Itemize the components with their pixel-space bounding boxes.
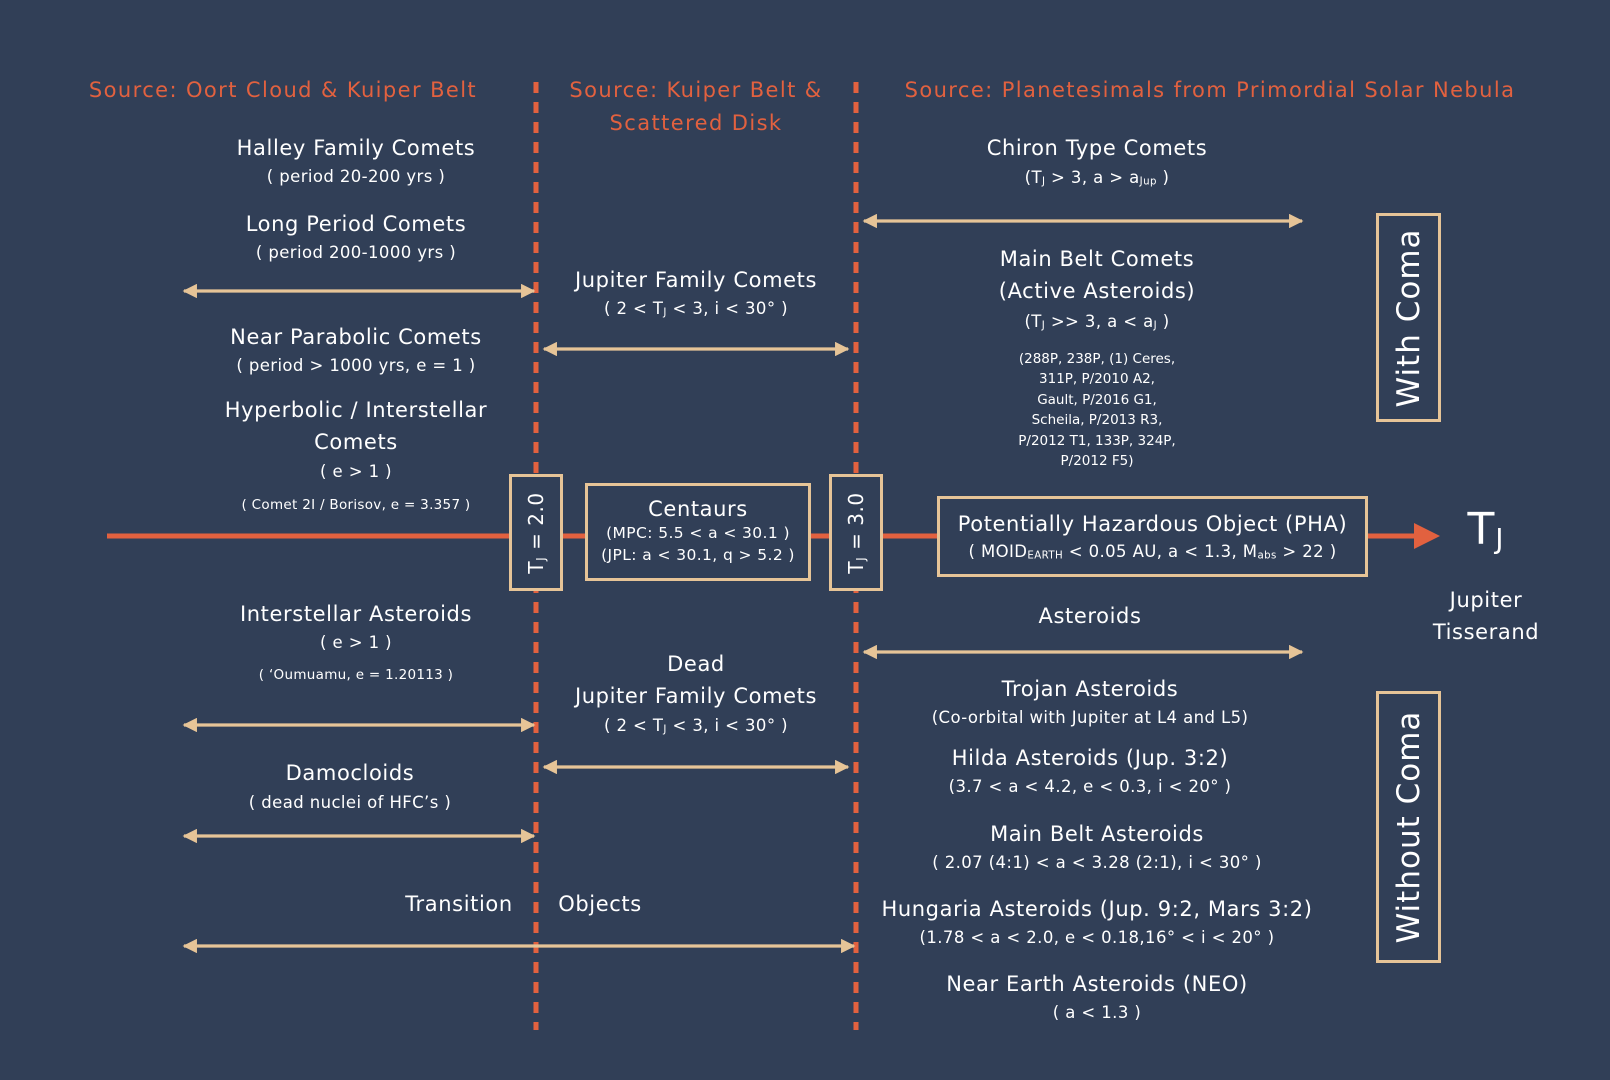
jupiter-family-comets-name: Jupiter Family Comets	[574, 268, 818, 292]
near-parabolic-comets-name: Near Parabolic Comets	[230, 325, 482, 349]
near-earth-asteroids-name: Near Earth Asteroids (NEO)	[946, 972, 1248, 996]
pha-name: Potentially Hazardous Object (PHA)	[957, 512, 1348, 536]
tj-axis-label: TJ	[1467, 504, 1505, 556]
main-belt-comets-list-item: P/2012 F5)	[1060, 453, 1134, 470]
with-coma-box: With Coma	[1376, 213, 1441, 422]
main-belt-comets-line1: Main Belt Comets	[999, 247, 1195, 271]
trojan-asteroids-name: Trojan Asteroids	[1001, 677, 1179, 701]
tj-2-label: TJ = 2.0	[524, 491, 548, 574]
source-middle-line1: Source: Kuiper Belt &	[569, 78, 823, 102]
hyperbolic-comets-line2: Comets	[314, 430, 398, 454]
pha-sub: ( MOIDEARTH < 0.05 AU, a < 1.3, Mabs > 2…	[968, 542, 1337, 562]
asteroids-label: Asteroids	[1038, 604, 1142, 628]
main-belt-comets-list-item: (288P, 238P, (1) Ceres,	[1018, 351, 1176, 367]
hyperbolic-comets-note: ( Comet 2I / Borisov, e = 3.357 )	[241, 497, 471, 513]
halley-family-comets-name: Halley Family Comets	[236, 136, 476, 160]
near-parabolic-comets-sub: ( period > 1000 yrs, e = 1 )	[236, 356, 476, 375]
damocloids-sub: ( dead nuclei of HFC’s )	[248, 793, 452, 812]
chiron-type-comets-name: Chiron Type Comets	[986, 136, 1208, 160]
centaurs-box: Centaurs (MPC: 5.5 < a < 30.1 ) (JPL: a …	[585, 483, 811, 581]
halley-family-comets-sub: ( period 20-200 yrs )	[266, 167, 446, 186]
hyperbolic-comets-line1: Hyperbolic / Interstellar	[224, 398, 488, 422]
tj-3-box: TJ = 3.0	[829, 474, 883, 591]
centaurs-mpc: (MPC: 5.5 < a < 30.1 )	[606, 524, 790, 542]
main-belt-asteroids-sub: ( 2.07 (4:1) < a < 3.28 (2:1), i < 30° )	[932, 853, 1262, 872]
tisserand-label-line1: Jupiter	[1449, 588, 1523, 612]
source-middle-line2: Scattered Disk	[609, 111, 783, 135]
main-belt-comets-list-item: Scheila, P/2013 R3,	[1031, 412, 1163, 429]
transition-label-right: Objects	[558, 892, 642, 916]
long-period-comets-sub: ( period 200-1000 yrs )	[255, 243, 457, 262]
interstellar-asteroids-sub: ( e > 1 )	[320, 633, 392, 652]
tisserand-label-line2: Tisserand	[1432, 620, 1540, 644]
main-belt-comets-list-item: 311P, P/2010 A2,	[1039, 371, 1155, 388]
without-coma-box: Without Coma	[1376, 691, 1441, 963]
dead-jfc-line1: Dead	[667, 652, 725, 676]
centaurs-jpl: (JPL: a < 30.1, q > 5.2 )	[601, 546, 795, 564]
source-left-heading: Source: Oort Cloud & Kuiper Belt	[88, 78, 478, 102]
long-period-comets-name: Long Period Comets	[245, 212, 467, 236]
pha-box: Potentially Hazardous Object (PHA) ( MOI…	[937, 496, 1368, 577]
chiron-type-comets-sub: (TJ > 3, a > aJup )	[1024, 168, 1170, 188]
interstellar-asteroids-name: Interstellar Asteroids	[239, 602, 473, 626]
dead-jfc-line2: Jupiter Family Comets	[574, 684, 818, 708]
interstellar-asteroids-note: ( ‘Oumuamu, e = 1.20113 )	[258, 667, 454, 683]
source-right-heading: Source: Planetesimals from Primordial So…	[904, 78, 1516, 102]
main-belt-comets-line2: (Active Asteroids)	[998, 279, 1196, 303]
damocloids-name: Damocloids	[285, 761, 415, 785]
tj-axis-arrowhead	[1414, 523, 1440, 549]
dead-jfc-sub: ( 2 < TJ < 3, i < 30° )	[604, 716, 788, 736]
main-belt-comets-sub: (TJ >> 3, a < aJ )	[1024, 312, 1170, 332]
main-belt-comets-list: (288P, 238P, (1) Ceres, 311P, P/2010 A2,…	[1018, 349, 1175, 471]
hyperbolic-comets-sub: ( e > 1 )	[320, 462, 392, 481]
centaurs-name: Centaurs	[648, 497, 748, 521]
tj-2-box: TJ = 2.0	[509, 474, 563, 591]
hungaria-asteroids-name: Hungaria Asteroids (Jup. 9:2, Mars 3:2)	[881, 897, 1313, 921]
near-earth-asteroids-sub: ( a < 1.3 )	[1052, 1003, 1142, 1022]
jupiter-family-comets-sub: ( 2 < TJ < 3, i < 30° )	[604, 299, 788, 319]
with-coma-label: With Coma	[1390, 227, 1427, 408]
main-belt-comets-list-item: Gault, P/2016 G1,	[1037, 391, 1157, 408]
hilda-asteroids-name: Hilda Asteroids (Jup. 3:2)	[951, 746, 1229, 770]
trojan-asteroids-sub: (Co-orbital with Jupiter at L4 and L5)	[931, 708, 1249, 727]
source-middle-heading: Source: Kuiper Belt & Scattered Disk	[569, 74, 822, 140]
transition-label-left: Transition	[405, 892, 513, 916]
hilda-asteroids-sub: (3.7 < a < 4.2, e < 0.3, i < 20° )	[948, 777, 1232, 796]
tj-3-label: TJ = 3.0	[844, 491, 868, 574]
without-coma-label: Without Coma	[1390, 710, 1427, 944]
main-belt-comets-list-item: P/2012 T1, 133P, 324P,	[1018, 432, 1176, 449]
main-belt-asteroids-name: Main Belt Asteroids	[990, 822, 1204, 846]
hungaria-asteroids-sub: (1.78 < a < 2.0, e < 0.18,16° < i < 20° …	[919, 928, 1275, 947]
